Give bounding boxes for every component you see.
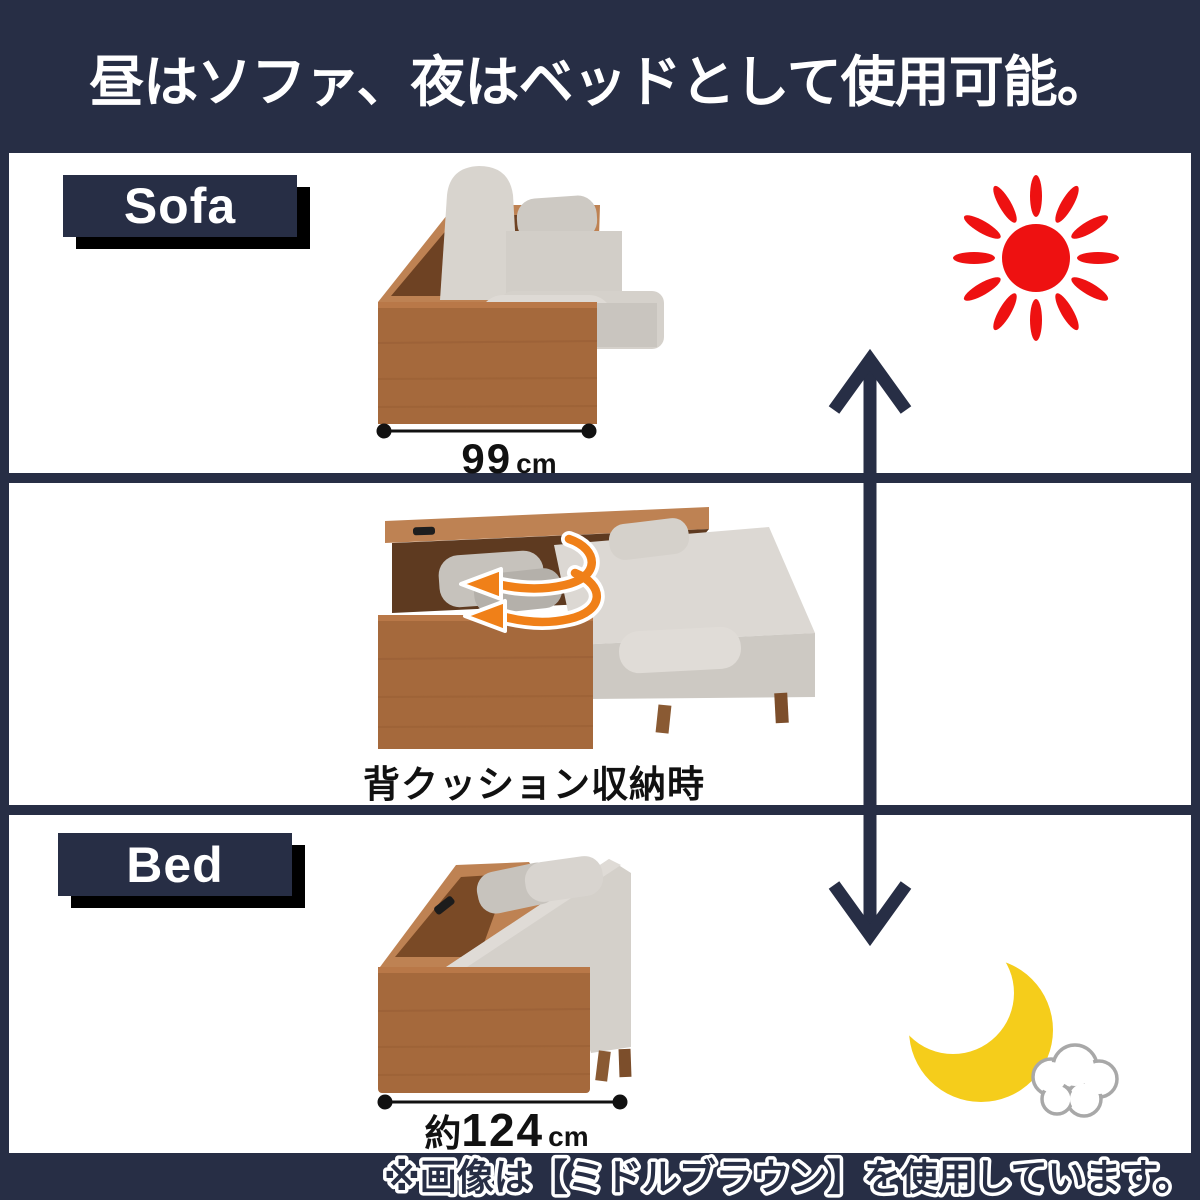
sofa-width-unit: cm — [516, 448, 557, 479]
panel-cushion-storage: 背クッション収納時 — [9, 483, 1191, 805]
footer-note: ※画像は【ミドルブラウン】を使用しています。 — [384, 1156, 1192, 1198]
footer-note-bar: ※画像は【ミドルブラウン】を使用しています。 — [380, 1153, 1195, 1200]
bed-width-value: 124 — [461, 1104, 545, 1156]
sun-icon — [953, 175, 1119, 341]
stored-caption: 背クッション収納時 — [363, 764, 705, 805]
moon-cloud-icon — [892, 932, 1119, 1118]
bed-label: Bed — [126, 836, 224, 893]
bed-label-box: Bed — [58, 833, 292, 896]
bed-dimension-line — [377, 1094, 628, 1110]
sofa-label-box: Sofa — [63, 175, 297, 237]
sofa-width-value: 99 — [461, 435, 513, 482]
stored-cushion-illustration — [377, 507, 815, 749]
curved-storage-arrows-icon — [459, 531, 605, 633]
banner: 昼はソファ、夜はベッドとして使用可能。 — [0, 0, 1200, 153]
bed-width-unit: cm — [548, 1121, 589, 1152]
bed-width-prefix: 約 — [424, 1113, 462, 1154]
sofa-label: Sofa — [123, 178, 237, 234]
sofa-illustration — [376, 166, 1119, 439]
sofa-dimension-line — [376, 423, 597, 439]
bed-illustration — [377, 856, 1119, 1118]
banner-title: 昼はソファ、夜はベッドとして使用可能。 — [89, 50, 1112, 113]
